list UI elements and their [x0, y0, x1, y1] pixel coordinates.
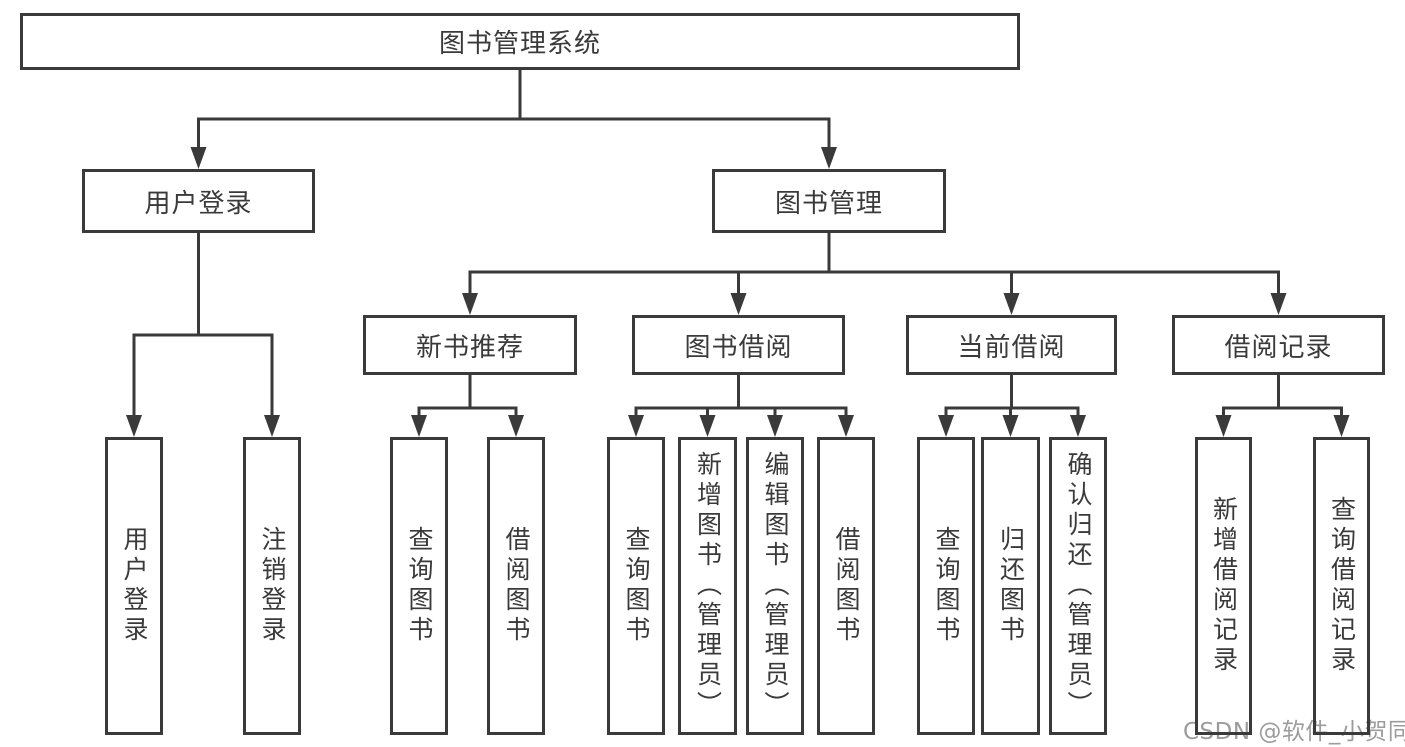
node-label: 确认归还（管理员）	[1064, 451, 1093, 721]
node-label: 图书管理系统	[438, 29, 601, 59]
node-label: 用户登录	[120, 526, 149, 646]
node-label: 编辑图书（管理员）	[761, 451, 790, 721]
node-label: 当前借阅	[957, 332, 1066, 363]
leaf-logout: 注销登录	[243, 437, 301, 735]
leaf-user-login: 用户登录	[105, 437, 163, 735]
node-label: 查询图书	[932, 526, 961, 646]
leaf-query-borrow-record: 查询借阅记录	[1313, 437, 1370, 735]
leaf-borrow-books: 借阅图书	[817, 437, 875, 735]
leaf-return-books: 归还图书	[981, 437, 1040, 735]
node-label: 借阅图书	[832, 526, 861, 646]
node-label: 借阅记录	[1224, 332, 1333, 363]
node-label: 查询借阅记录	[1327, 496, 1357, 676]
leaf-current-query-books: 查询图书	[917, 437, 975, 735]
node-label: 借阅图书	[502, 526, 531, 646]
node-label: 新书推荐	[415, 332, 524, 363]
node-label: 图书管理	[774, 188, 883, 219]
node-label: 用户登录	[144, 188, 253, 219]
node-user-login: 用户登录	[82, 169, 315, 233]
leaf-add-book-admin: 新增图书（管理员）	[678, 437, 737, 735]
arrowhead-icons	[126, 147, 1350, 437]
node-label: 注销登录	[258, 526, 287, 646]
leaf-confirm-return-admin: 确认归还（管理员）	[1049, 437, 1107, 735]
node-book-management: 图书管理	[712, 169, 946, 233]
node-label: 查询图书	[405, 526, 434, 646]
node-current-borrow: 当前借阅	[906, 315, 1117, 375]
node-library-system: 图书管理系统	[20, 13, 1020, 70]
node-label: 图书借阅	[684, 332, 793, 363]
node-new-book-recommend: 新书推荐	[363, 315, 577, 375]
leaf-recommend-borrow-books: 借阅图书	[487, 437, 545, 735]
leaf-edit-book-admin: 编辑图书（管理员）	[746, 437, 804, 735]
node-label: 新增借阅记录	[1209, 496, 1239, 676]
leaf-recommend-query-books: 查询图书	[390, 437, 448, 735]
node-label: 归还图书	[996, 526, 1026, 646]
node-label: 新增图书（管理员）	[693, 451, 723, 721]
node-borrow-records: 借阅记录	[1172, 315, 1385, 375]
node-label: 查询图书	[622, 526, 651, 646]
leaf-borrow-query-books: 查询图书	[607, 437, 665, 735]
node-book-borrow: 图书借阅	[632, 315, 845, 375]
leaf-add-borrow-record: 新增借阅记录	[1195, 437, 1252, 735]
